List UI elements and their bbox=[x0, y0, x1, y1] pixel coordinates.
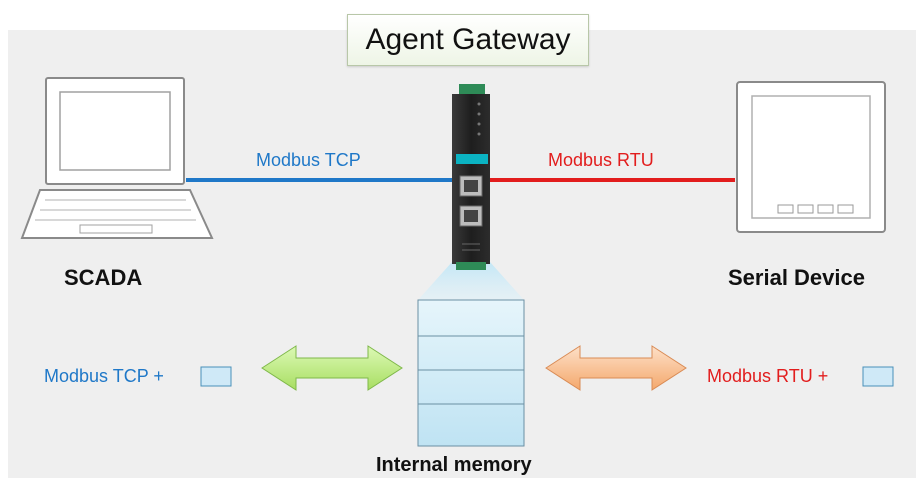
serial-device-label: Serial Device bbox=[728, 265, 865, 290]
gateway-device-icon bbox=[452, 84, 490, 270]
scada-label: SCADA bbox=[64, 265, 143, 290]
internal-memory-stack bbox=[417, 299, 525, 447]
internal-memory-label: Internal memory bbox=[376, 454, 532, 476]
green-double-arrow bbox=[261, 345, 403, 391]
agent-gateway-title: Agent Gateway bbox=[347, 14, 589, 66]
memory-projection-beam bbox=[418, 262, 524, 300]
modbus-rtu-label: Modbus RTU bbox=[548, 150, 654, 170]
tcp-register-box bbox=[200, 366, 232, 387]
rtu-register-box bbox=[862, 366, 894, 387]
rtu-memory-caption: Modbus RTU + bbox=[707, 366, 829, 386]
computer-icon bbox=[20, 77, 214, 239]
serial-device-icon bbox=[736, 81, 886, 233]
tcp-memory-caption: Modbus TCP + bbox=[44, 366, 164, 386]
modbus-tcp-label: Modbus TCP bbox=[256, 150, 361, 170]
orange-double-arrow bbox=[545, 345, 687, 391]
